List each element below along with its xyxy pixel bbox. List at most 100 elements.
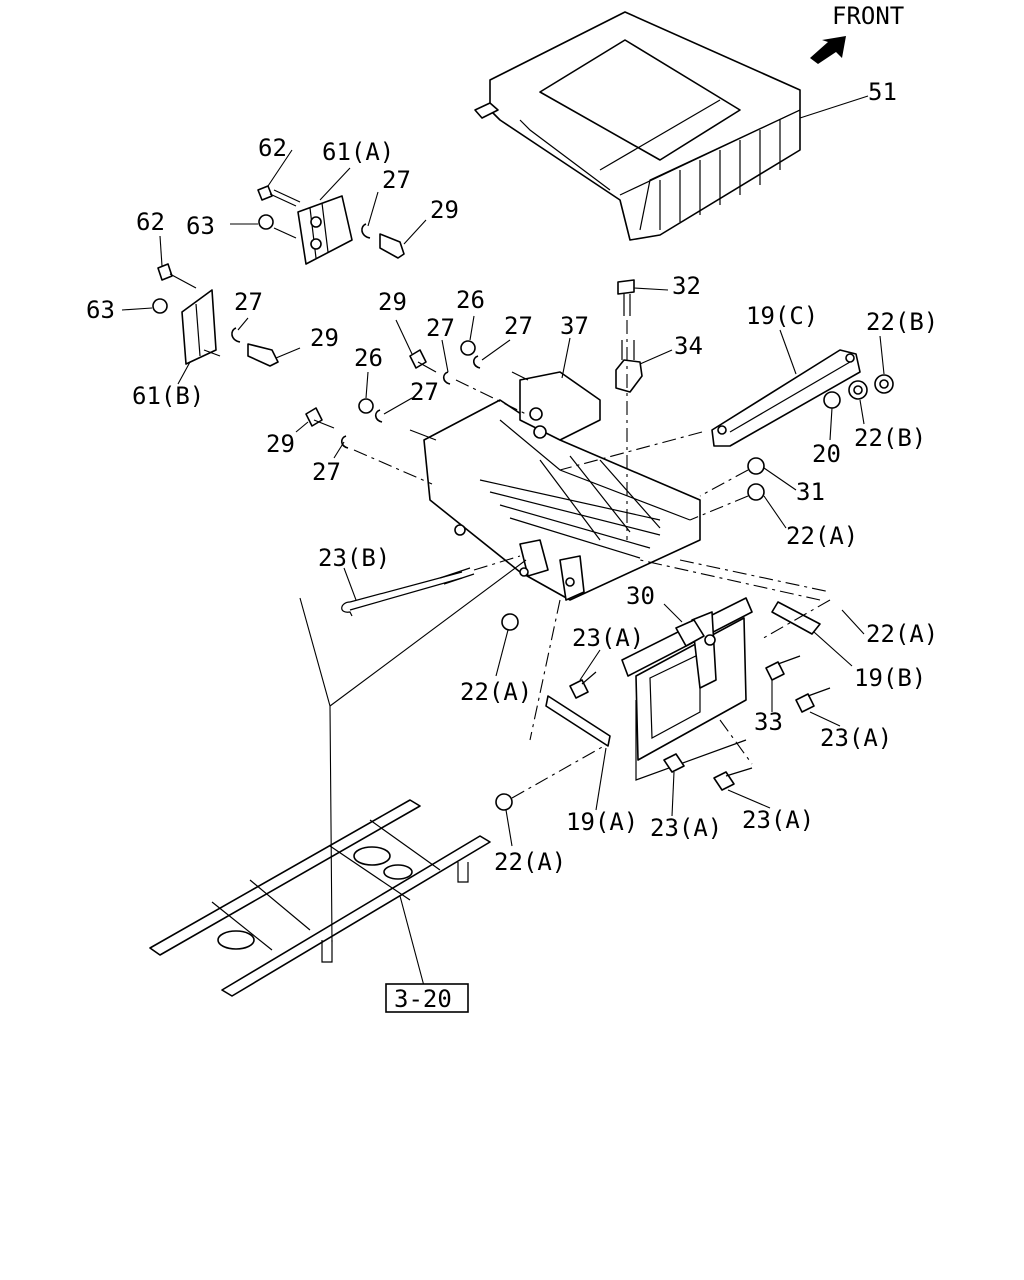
- leader-27d: [481, 339, 511, 361]
- callout-29: 29: [378, 288, 407, 316]
- stud-lines: [409, 371, 529, 441]
- clamp-34: [615, 340, 643, 393]
- callout-19b: 19(B): [854, 664, 926, 692]
- reference-box[interactable]: [385, 983, 469, 1013]
- centerline-31: [699, 469, 749, 497]
- leader-22a-2: [495, 629, 509, 677]
- bolt-62-upper: [257, 185, 301, 207]
- centerline-19b: [679, 559, 831, 593]
- bracket-61b: [181, 289, 221, 365]
- leader-23a-4: [727, 789, 771, 809]
- centerline-22a-right: [689, 495, 749, 521]
- plate-19a: [545, 695, 611, 747]
- callout-23a: 23(A): [820, 724, 892, 752]
- callout-22a: 22(A): [866, 620, 938, 648]
- nut-22a-bottom: [495, 793, 513, 811]
- clamp-30: [675, 619, 705, 647]
- callout-33: 33: [754, 708, 783, 736]
- leader-19c: [779, 329, 797, 375]
- centerline-23b: [473, 555, 521, 571]
- leader-frame-b: [329, 559, 527, 707]
- front-arrow-icon: [810, 36, 846, 64]
- bolt-62-lower: [157, 263, 197, 289]
- frame-assembly: [149, 799, 491, 997]
- callout-23a: 23(A): [650, 814, 722, 842]
- bolt-32: [617, 279, 635, 316]
- reference-box-label[interactable]: 3-20: [394, 985, 452, 1013]
- leader-30: [663, 603, 683, 623]
- nut-22b-upper: [874, 374, 894, 394]
- leader-31: [763, 467, 797, 491]
- battery-tray-37: [423, 371, 701, 601]
- callout-63: 63: [186, 212, 215, 240]
- leader-27c: [441, 339, 449, 373]
- callout-29: 29: [310, 324, 339, 352]
- bolt-33-shank: [777, 655, 801, 665]
- callout-26: 26: [456, 286, 485, 314]
- leader-27e: [383, 397, 413, 415]
- centerline-22a-bottom: [511, 745, 605, 799]
- bolt-33: [765, 661, 785, 681]
- callout-26: 26: [354, 344, 383, 372]
- nut-22a-right: [747, 483, 765, 501]
- nut-31: [747, 457, 765, 475]
- leader-29a: [403, 219, 427, 245]
- callout-19a: 19(A): [566, 808, 638, 836]
- leader-27b: [237, 317, 249, 331]
- centerline-19c: [559, 431, 703, 471]
- leader-32: [633, 287, 669, 291]
- callout-61b: 61(B): [132, 382, 204, 410]
- bolt-23a-bottom-left: [663, 753, 685, 773]
- callout-20: 20: [812, 440, 841, 468]
- bolt-29-upper: [379, 233, 405, 259]
- callout-22b: 22(B): [854, 424, 926, 452]
- bolt-29-lower: [247, 343, 279, 367]
- leader-23a-3: [671, 771, 675, 817]
- leader-23a-1: [579, 649, 601, 681]
- callout-29: 29: [266, 430, 295, 458]
- callout-37: 37: [560, 312, 589, 340]
- leader-19a: [595, 747, 607, 811]
- washer-20: [823, 391, 841, 409]
- washer-27-mid-lower: [374, 409, 383, 423]
- bolt-23a-upper: [569, 679, 589, 699]
- bolt-23a-right-shank: [807, 687, 831, 697]
- callout-34: 34: [674, 332, 703, 360]
- rail-19c: [711, 349, 861, 447]
- callout-30: 30: [626, 582, 655, 610]
- callout-32: 32: [672, 272, 701, 300]
- leader-frame: [299, 597, 333, 943]
- callout-22b: 22(B): [866, 308, 938, 336]
- callout-22a: 22(A): [494, 848, 566, 876]
- washer-27-left: [340, 435, 349, 449]
- callout-23a: 23(A): [572, 624, 644, 652]
- callout-27: 27: [504, 312, 533, 340]
- callout-31: 31: [796, 478, 825, 506]
- callout-27: 27: [410, 378, 439, 406]
- leader-26b: [365, 371, 369, 399]
- callout-27: 27: [234, 288, 263, 316]
- callout-27: 27: [426, 314, 455, 342]
- leader-62a: [267, 149, 293, 187]
- bolt-23a-bottom-right-shank: [725, 767, 753, 777]
- callout-19c: 19(C): [746, 302, 818, 330]
- centerline-27-upper: [455, 379, 527, 415]
- nut-63-upper: [258, 214, 297, 239]
- leader-22a-4: [505, 809, 513, 847]
- washer-27-lower: [231, 327, 241, 343]
- leader-26a: [469, 315, 475, 341]
- bracket-61a: [297, 195, 353, 265]
- callout-23a: 23(A): [742, 806, 814, 834]
- leader-3-20: [399, 895, 425, 987]
- leader-61a: [319, 167, 351, 201]
- leader-27a: [367, 191, 379, 227]
- callout-22a: 22(A): [460, 678, 532, 706]
- callout-22a: 22(A): [786, 522, 858, 550]
- nut-26-upper: [460, 340, 476, 356]
- callout-61a: 61(A): [322, 138, 394, 166]
- leader-27f: [333, 441, 345, 459]
- callout-27: 27: [382, 166, 411, 194]
- leader-22b-lower: [859, 399, 865, 425]
- bolt-23a-bottom-right: [713, 771, 735, 791]
